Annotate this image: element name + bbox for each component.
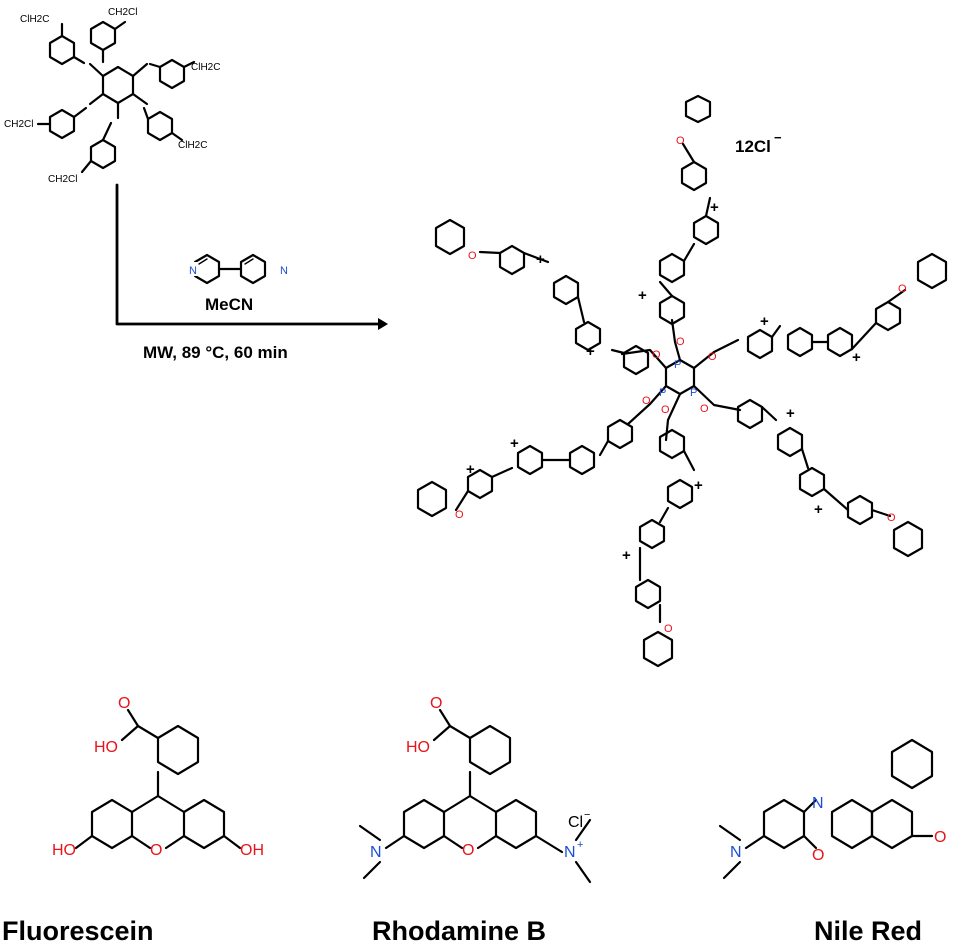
counterion-charge: − bbox=[774, 130, 782, 145]
o-label-bottom: O bbox=[661, 404, 670, 416]
rhodamine-chloride: Cl bbox=[568, 814, 583, 831]
charge-3: + bbox=[852, 349, 861, 366]
charge-6: + bbox=[694, 477, 703, 494]
charge-8: + bbox=[510, 435, 519, 452]
group-2: CH2Cl bbox=[108, 7, 137, 18]
fluorescein-label: Fluorescein bbox=[2, 916, 154, 946]
p-label-core-top: P bbox=[674, 359, 681, 371]
rhodamine-acid-ho: HO bbox=[406, 739, 430, 756]
charge-7: + bbox=[622, 547, 631, 564]
rhodamine-label: Rhodamine B bbox=[372, 916, 546, 946]
charge-12: + bbox=[466, 461, 475, 478]
o-label-left: O bbox=[652, 349, 661, 361]
o-label-lower-right: O bbox=[700, 403, 709, 415]
charge-11: + bbox=[638, 287, 647, 304]
charge-2: + bbox=[760, 313, 769, 330]
rhodamine-ring-o: O bbox=[462, 842, 474, 859]
reaction-arrow bbox=[115, 183, 388, 330]
fluorescein-acid-ho: HO bbox=[94, 739, 118, 756]
rhodamine-n-right: N bbox=[564, 844, 576, 861]
o-label-lower-left: O bbox=[642, 395, 651, 407]
counterion-label: 12Cl bbox=[735, 137, 771, 156]
bipyridine-reagent bbox=[188, 253, 289, 285]
group-6: CH2Cl bbox=[48, 174, 77, 185]
o-label-ll-terminal: O bbox=[455, 509, 464, 521]
group-4: CH2Cl bbox=[4, 119, 33, 130]
fluorescein-ring-o: O bbox=[150, 842, 162, 859]
group-3: ClH2C bbox=[191, 62, 220, 73]
group-5: ClH2C bbox=[178, 140, 207, 151]
rhodamine-structure bbox=[358, 708, 592, 884]
o-label-lr-terminal: O bbox=[887, 512, 896, 524]
rhodamine-chloride-charge: − bbox=[584, 809, 590, 821]
o-label-top: O bbox=[676, 336, 685, 348]
rhodamine-acid-o: O bbox=[430, 695, 442, 712]
p-label-core-right: P bbox=[690, 387, 697, 399]
nile-red-label: Nile Red bbox=[814, 916, 922, 946]
fluorescein-ho-left: HO bbox=[52, 842, 76, 859]
nile-red-structure bbox=[718, 738, 934, 880]
fluorescein-acid-o: O bbox=[118, 695, 130, 712]
nile-red-ring-n: N bbox=[812, 795, 824, 812]
starting-material bbox=[36, 20, 196, 174]
o-label-top-terminal: O bbox=[676, 135, 685, 147]
o-label-right-terminal: O bbox=[898, 283, 907, 295]
charge-10: + bbox=[536, 251, 545, 268]
o-label-left-terminal: O bbox=[468, 250, 477, 262]
fluorescein-oh-right: OH bbox=[240, 842, 264, 859]
nile-red-amine-n: N bbox=[730, 844, 742, 861]
bipyridine-n-left: N bbox=[189, 265, 197, 277]
nile-red-ketone-o: O bbox=[934, 829, 946, 846]
nile-red-ring-o: O bbox=[812, 847, 824, 864]
charge-1: + bbox=[710, 199, 719, 216]
product-star bbox=[416, 94, 948, 668]
p-label-core-left: P bbox=[659, 387, 666, 399]
o-label-bottom-terminal: O bbox=[664, 623, 673, 635]
charge-5: + bbox=[814, 501, 823, 518]
rhodamine-n-left: N bbox=[370, 844, 382, 861]
o-label-right: O bbox=[708, 351, 717, 363]
charge-9: + bbox=[586, 343, 595, 360]
conditions-label: MW, 89 °C, 60 min bbox=[143, 343, 288, 362]
charge-4: + bbox=[786, 405, 795, 422]
bipyridine-n-right: N bbox=[280, 265, 288, 277]
group-1: ClH2C bbox=[20, 14, 49, 25]
fluorescein-structure bbox=[74, 708, 242, 850]
rhodamine-n-charge: + bbox=[577, 839, 583, 851]
reagent-label: MeCN bbox=[205, 295, 253, 314]
